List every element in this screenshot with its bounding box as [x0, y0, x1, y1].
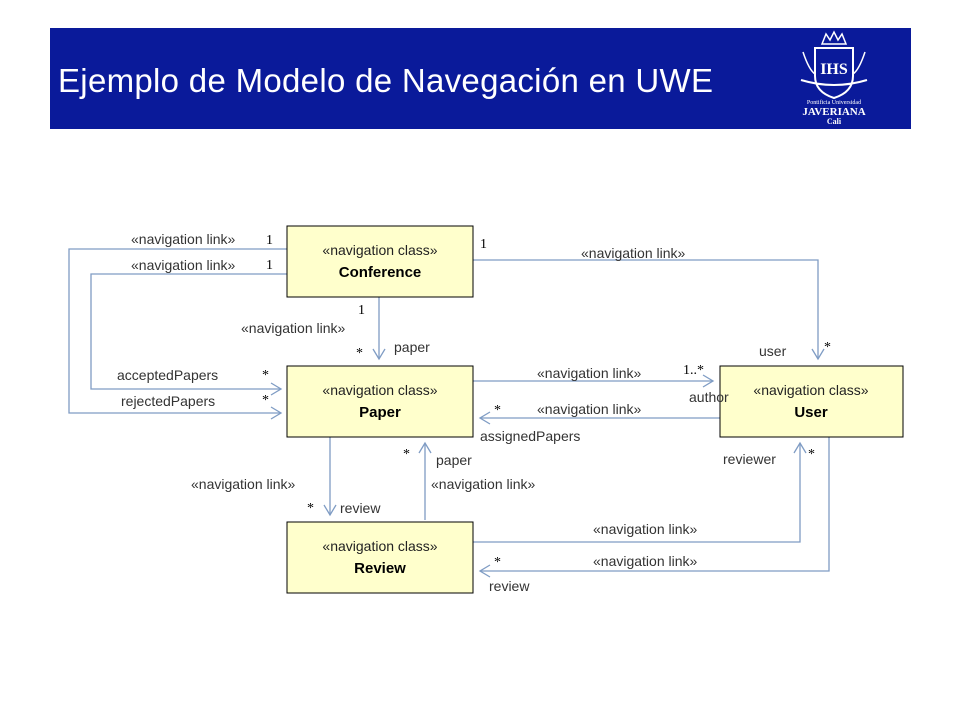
slide-title: Ejemplo de Modelo de Navegación en UWE — [58, 62, 714, 99]
role-label: user — [759, 343, 787, 359]
multiplicity-label: * — [824, 340, 831, 355]
role-label: rejectedPapers — [121, 393, 215, 409]
nav-link-label: «navigation link» — [537, 365, 642, 381]
arrow-head — [702, 374, 715, 388]
nav-link-label: «navigation link» — [191, 476, 296, 492]
role-label: acceptedPapers — [117, 367, 218, 383]
link-user-review — [480, 437, 830, 572]
multiplicity-label: * — [494, 555, 501, 570]
nav-link-label: «navigation link» — [537, 401, 642, 417]
nav-link-label: «navigation link» — [131, 257, 236, 273]
multiplicity-label: * — [262, 368, 269, 383]
nav-link-label: «navigation link» — [241, 320, 346, 336]
arrow-head — [372, 348, 386, 361]
role-label: assignedPapers — [480, 428, 580, 444]
nav-link-label: «navigation link» — [581, 245, 686, 261]
multiplicity-label: 1..* — [683, 363, 704, 378]
nav-link-label: «navigation link» — [593, 553, 698, 569]
class-user: «navigation class» User — [719, 365, 904, 438]
user-name: User — [794, 404, 828, 421]
nav-link-label: «navigation link» — [431, 476, 536, 492]
user-stereotype: «navigation class» — [753, 382, 868, 398]
university-logo: IHS Pontificia Universidad JAVERIANA Cal… — [795, 30, 873, 126]
arrow-head — [793, 441, 807, 454]
multiplicity-label: * — [403, 447, 410, 462]
multiplicity-label: * — [808, 447, 815, 462]
arrow-head — [323, 504, 337, 517]
class-paper: «navigation class» Paper — [286, 365, 474, 438]
multiplicity-label: * — [307, 501, 314, 516]
review-name: Review — [354, 560, 406, 577]
multiplicity-label: * — [356, 346, 363, 361]
multiplicity-label: 1 — [358, 303, 365, 318]
role-label: review — [340, 500, 381, 516]
arrow-head — [811, 348, 825, 361]
link-rejected-papers — [68, 248, 287, 414]
arrow-head — [270, 406, 283, 420]
role-label: review — [489, 578, 530, 594]
multiplicity-label: 1 — [266, 258, 273, 273]
title-banner — [50, 28, 911, 129]
role-label: author — [689, 389, 729, 405]
arrow-head — [270, 382, 283, 396]
class-conference: «navigation class» Conference — [286, 225, 474, 298]
paper-name: Paper — [359, 404, 401, 421]
paper-stereotype: «navigation class» — [322, 382, 437, 398]
link-review-reviewer — [473, 443, 801, 543]
multiplicity-label: 1 — [266, 233, 273, 248]
role-label: paper — [436, 452, 472, 468]
multiplicity-label: 1 — [480, 237, 487, 252]
links — [68, 248, 830, 578]
logo-line-3: Cali — [826, 117, 842, 126]
nav-link-label: «navigation link» — [131, 231, 236, 247]
conference-stereotype: «navigation class» — [322, 242, 437, 258]
conference-name: Conference — [339, 264, 422, 281]
logo-line-2: JAVERIANA — [802, 106, 866, 118]
crest-icon: IHS — [800, 30, 868, 100]
role-label: paper — [394, 339, 430, 355]
multiplicity-label: * — [494, 403, 501, 418]
svg-text:IHS: IHS — [820, 61, 848, 78]
review-stereotype: «navigation class» — [322, 538, 437, 554]
link-conference-user — [473, 259, 819, 359]
logo-line-1: Pontificia Universidad — [806, 100, 862, 106]
edge-labels: «navigation link» 1 «navigation link» 1 … — [117, 231, 831, 594]
multiplicity-label: * — [262, 393, 269, 408]
class-review: «navigation class» Review — [286, 521, 474, 594]
arrow-head — [418, 441, 432, 454]
arrow-head — [478, 564, 491, 578]
nav-link-label: «navigation link» — [593, 521, 698, 537]
arrow-head — [478, 411, 491, 425]
link-accepted-papers — [90, 273, 287, 390]
role-label: reviewer — [723, 451, 776, 467]
